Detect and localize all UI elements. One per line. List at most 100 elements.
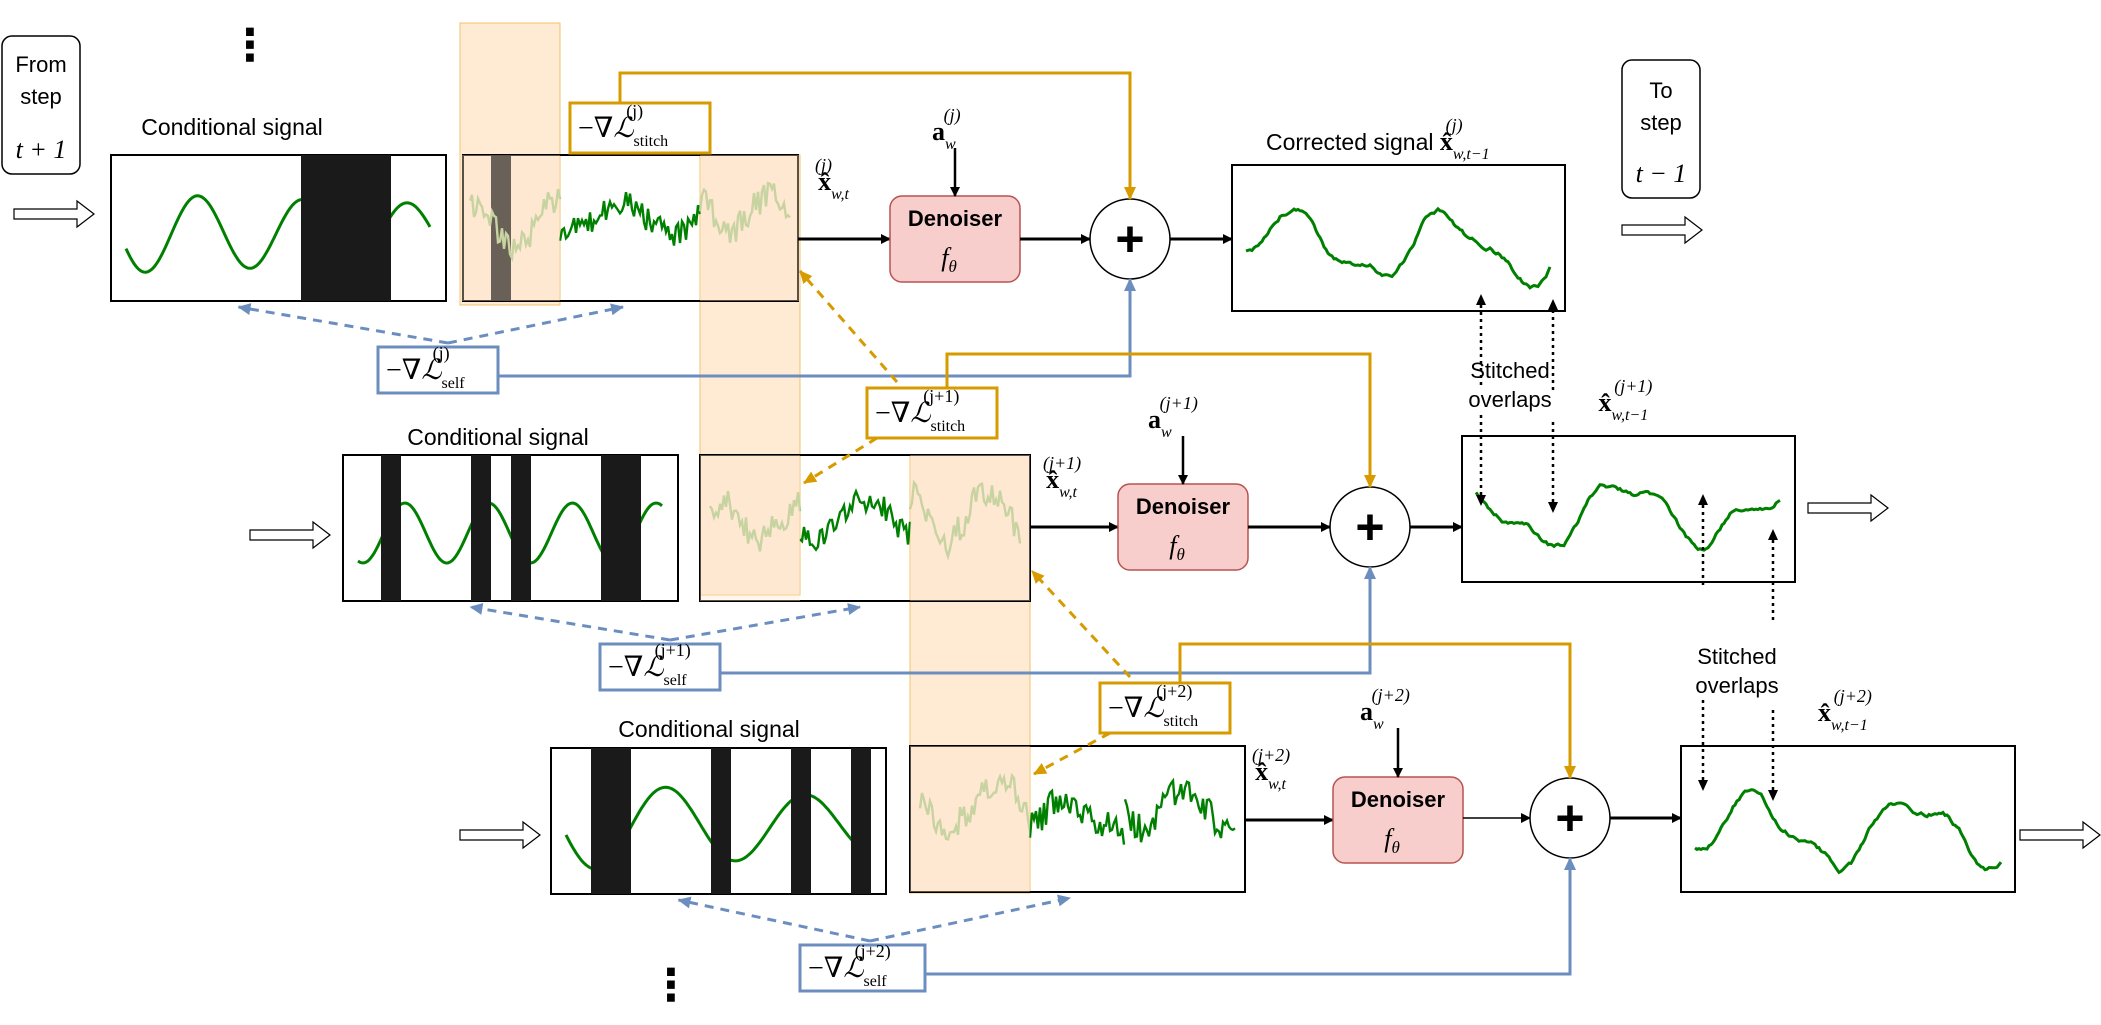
overlap-signal-left: [468, 188, 562, 263]
xhat-output-label: x̂w,t−1(j+1): [1599, 376, 1653, 424]
mask-block: [601, 455, 641, 601]
stitch-gradient-frame: [865, 386, 999, 440]
stitch-gradient-route: [1178, 642, 1576, 779]
conditional-signal-panel: [550, 747, 887, 895]
sum-node: +: [1329, 486, 1411, 568]
xhat-input-label: x̂w,t(j): [815, 155, 850, 203]
panel-frame: [1231, 164, 1566, 312]
self-dash-to-window: [447, 303, 624, 345]
stitch-gradient-route: [618, 71, 1136, 200]
conditioning-a-label: aw(j): [932, 105, 961, 153]
window-signal: [1028, 788, 1126, 845]
grad-label-text: −∇ℒstitch(j+2): [1108, 681, 1198, 730]
to-step-line2: step: [1640, 110, 1682, 135]
stitch-gradient-block: −∇ℒstitch(j): [568, 101, 712, 155]
panel-frame: [1461, 435, 1796, 583]
stitch-gradient-route: [945, 352, 1376, 488]
pipeline-row-2: Conditional signal x̂w,t(j+1) Denoiser fθ aw…: [249, 270, 1889, 692]
conditional-signal-panel: [110, 154, 511, 302]
self-gradient-block: −∇ℒself(j+2): [798, 941, 927, 993]
grad-label-text: −∇ℒstitch(j): [578, 101, 668, 150]
stitch-dash-up: [798, 270, 899, 383]
self-gradient-frame: [376, 345, 500, 395]
overlap-region: [910, 746, 1030, 892]
overlap-region: [700, 455, 800, 601]
input-hollow-arrow: [13, 199, 95, 229]
stitch-dash-down: [1033, 731, 1111, 776]
from-step-line1: From: [15, 52, 66, 77]
mask-block: [491, 155, 511, 301]
self-gradient-route: [498, 278, 1136, 378]
corrected-signal-panel: [1461, 435, 1796, 583]
self-dash-to-conditional: [469, 603, 671, 642]
stitched-line1: Stitched: [1470, 358, 1550, 383]
self-gradient-block: −∇ℒself(j): [376, 343, 500, 395]
denoiser-title: Denoiser: [1351, 787, 1446, 812]
grad-label-text: −∇ℒself(j): [386, 343, 465, 392]
conditioning-a-label: aw(j+1): [1148, 393, 1198, 441]
stitched-line2: overlaps: [1468, 387, 1551, 412]
from-step-line2: step: [20, 84, 62, 109]
corrected-signal-panel: [1680, 745, 2016, 893]
to-step-line3: t − 1: [1636, 159, 1687, 188]
overlap-region: [700, 155, 800, 301]
output-hollow-arrow: [2019, 820, 2101, 850]
self-gradient-route: [720, 566, 1376, 675]
stitch-gradient-frame: [568, 101, 712, 155]
self-gradient-block: −∇ℒself(j+1): [598, 640, 722, 692]
mask-block: [791, 748, 811, 894]
output-hollow-arrow: [1621, 215, 1703, 245]
denoiser-title: Denoiser: [908, 206, 1003, 231]
pipeline-row-1: Conditional signal x̂w,t(j) Denoiser fθ aw(j…: [13, 71, 1703, 395]
conditional-signal-panel: [342, 454, 679, 602]
corrected-signal-line: [1694, 788, 2003, 875]
mask-block: [301, 155, 391, 301]
self-dash-to-window: [869, 894, 1071, 943]
to-step-box: To step t − 1: [1621, 59, 1701, 199]
overlap-signal-right: [698, 181, 791, 243]
pipeline-row-3: Conditional signalx̂w,t(j+2)Denoiserfθaw…: [459, 569, 2101, 993]
stitched-line1: Stitched: [1697, 644, 1777, 669]
stitch-gradient-block: −∇ℒstitch(j+2): [1098, 681, 1232, 735]
mask-block: [511, 455, 531, 601]
self-dash-to-conditional: [237, 303, 449, 345]
corrected-signal-line: [1474, 483, 1781, 552]
noisy-window-panel: [699, 454, 1031, 602]
input-hollow-arrow: [459, 820, 541, 850]
self-gradient-route: [925, 857, 1576, 976]
denoiser-block: Denoiser fθ: [1117, 483, 1249, 571]
denoiser-block: Denoiser fθ: [889, 195, 1021, 283]
stitched-overlaps-label-2: Stitched overlaps: [1695, 644, 1778, 698]
ellipsis-top: ⋮: [228, 21, 272, 70]
mask-block: [591, 748, 631, 894]
corrected-signal-title: Corrected signal x̂w,t−1(j): [1266, 115, 1490, 163]
denoiser-title: Denoiser: [1136, 494, 1231, 519]
sum-symbol: +: [1555, 790, 1584, 846]
conditional-signal-title: Conditional signal: [407, 424, 589, 450]
f-theta-label: fθ: [1169, 531, 1185, 564]
mask-block: [381, 455, 401, 601]
panel-frame: [1680, 745, 2016, 893]
f-theta-label: fθ: [1384, 824, 1400, 857]
stitch-gradient-frame: [1098, 681, 1232, 735]
overlap-signal-left: [918, 772, 1032, 841]
from-step-line3: t + 1: [16, 135, 67, 164]
denoiser-block: Denoiser fθ: [1332, 776, 1464, 864]
xhat-input-label: x̂w,t(j+1): [1043, 453, 1081, 501]
f-theta-label: fθ: [941, 243, 957, 276]
grad-label-text: −∇ℒself(j+1): [608, 640, 691, 689]
overlap-signal-right: [1123, 777, 1236, 843]
conditional-signal-title: Conditional signal: [141, 114, 323, 140]
stitch-dash-down: [803, 436, 878, 485]
self-gradient-frame: [798, 943, 927, 993]
conditioning-a-label: aw(j+2): [1360, 685, 1410, 733]
xhat-input-label: x̂w,t(j+2): [1252, 745, 1290, 793]
grad-label-text: −∇ℒself(j+2): [808, 941, 891, 990]
input-hollow-arrow: [249, 520, 331, 550]
sum-symbol: +: [1115, 211, 1144, 267]
stitched-overlaps-label-1: Stitched overlaps: [1468, 358, 1551, 412]
self-gradient-frame: [598, 642, 722, 692]
from-step-box: From step t + 1: [1, 35, 81, 175]
noisy-window-panel: [909, 745, 1246, 893]
